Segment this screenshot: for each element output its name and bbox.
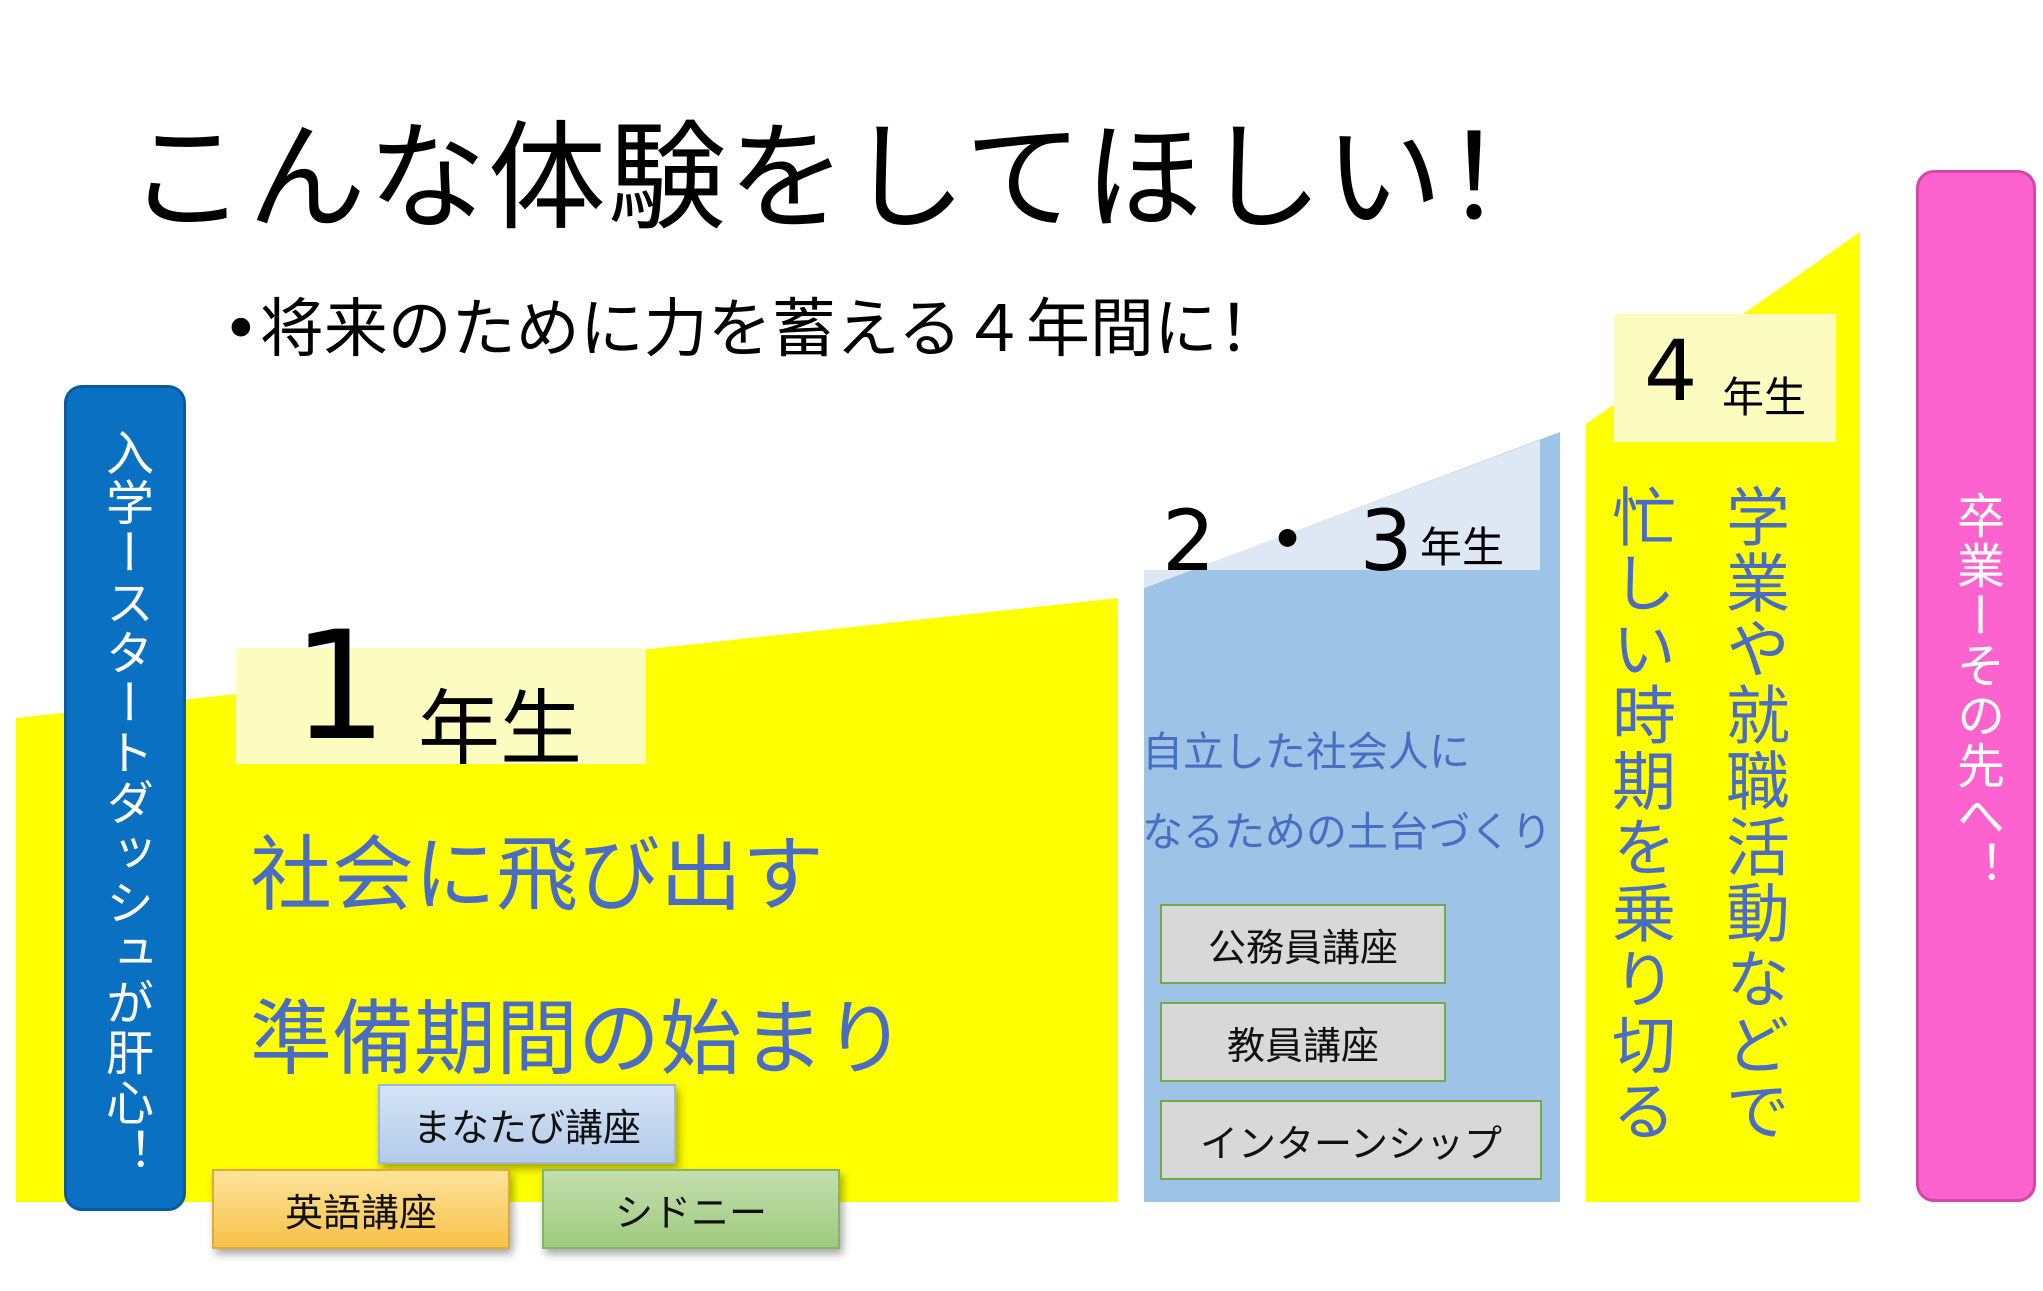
year23-text-line2: なるための土台づくり xyxy=(1142,808,1552,856)
year4-number: 4 xyxy=(1644,322,1698,420)
year1-number: 1 xyxy=(292,600,388,774)
year23-number: 2・3 xyxy=(1162,492,1443,590)
civil-service-course-button[interactable]: 公務員講座 xyxy=(1160,904,1446,984)
internship-button[interactable]: インターンシップ xyxy=(1160,1100,1542,1180)
manatabi-course-button[interactable]: まなたび講座 xyxy=(378,1084,676,1164)
page-title: こんな体験をしてほしい！ xyxy=(128,109,1565,247)
year4-unit: 年生 xyxy=(1722,373,1807,422)
year1-label-box: 1 年生 xyxy=(236,600,646,777)
year23-label-area xyxy=(1144,440,1540,588)
year4-yellow-area xyxy=(1586,232,1860,1202)
year23-text-line1: 自立した社会人に xyxy=(1142,728,1470,776)
year1-unit: 年生 xyxy=(418,682,583,777)
graduation-box: 卒業ーその先へ！ xyxy=(1916,170,2036,1202)
enrollment-text: 入学ースタートダッシュが肝心！ xyxy=(97,428,153,1178)
year23-unit: 年生 xyxy=(1420,523,1505,572)
graduation-text: 卒業ーその先へ！ xyxy=(1948,491,2004,891)
english-course-button[interactable]: 英語講座 xyxy=(212,1169,510,1249)
year4-text-left: 忙しい時期を乗り切る xyxy=(1601,484,1675,1144)
enrollment-box: 入学ースタートダッシュが肝心！ xyxy=(64,385,186,1211)
year4-text-right: 学業や就職活動などで xyxy=(1715,484,1789,1144)
sydney-button[interactable]: シドニー xyxy=(542,1169,840,1249)
year1-text-line2: 準備期間の始まり xyxy=(250,992,907,1087)
year4-label-box: 4 年生 xyxy=(1614,314,1836,442)
teacher-course-button[interactable]: 教員講座 xyxy=(1160,1002,1446,1082)
page-subtitle: •将来のために力を蓄える４年間に！ xyxy=(222,293,1282,367)
year1-text-line1: 社会に飛び出す xyxy=(250,828,825,923)
